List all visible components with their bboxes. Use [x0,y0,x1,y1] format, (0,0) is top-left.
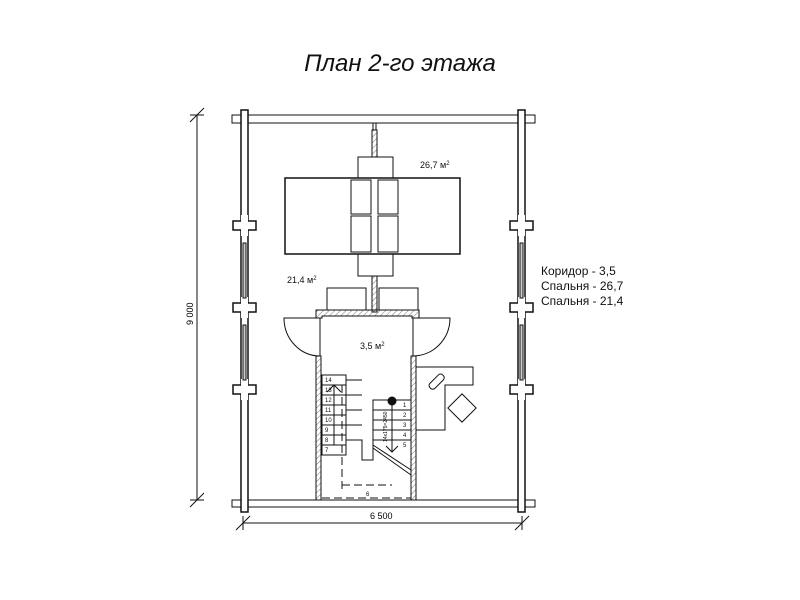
svg-text:11: 11 [325,408,332,414]
desk [416,366,474,431]
dimension-height-label: 9 000 [185,302,195,325]
chair [447,393,477,423]
svg-text:10: 10 [325,418,332,424]
svg-text:6: 6 [366,492,370,498]
svg-text:13: 13 [325,388,332,394]
door-swing-right [412,317,451,357]
legend-item: Спальня - 21,4 [541,294,624,308]
corridor-wall-right [410,355,417,501]
wall-crosses [232,215,534,400]
plan-title: План 2-го этажа [304,50,496,77]
svg-text:3: 3 [403,423,407,429]
svg-text:14: 14 [325,378,332,384]
area-bedroom-large: 26,7 м2 [420,160,450,170]
staircase [321,374,412,499]
svg-text:1: 1 [403,403,407,409]
bottom-beam [231,499,536,508]
svg-text:8: 8 [325,438,329,444]
legend-item: Коридор - 3,5 [541,264,616,278]
svg-text:12: 12 [325,398,332,404]
dimension-width-label: 6 500 [370,511,393,521]
dimension-width [235,515,530,531]
stair-formula: 14x175=2450 [383,411,389,442]
windows [242,242,524,381]
bed [284,156,461,277]
svg-text:2: 2 [403,413,407,419]
stair-step-numbers: 14 13 12 11 10 9 8 7 1 2 3 4 5 6 [325,378,407,498]
corridor-wall-top [315,309,420,319]
room-legend: Коридор - 3,5 Спальня - 26,7 Спальня - 2… [541,264,623,309]
svg-text:9: 9 [325,428,329,434]
area-corridor: 3,5 м2 [360,341,385,351]
area-bedroom-small: 21,4 м2 [287,275,317,285]
dimension-height [189,107,205,508]
door-swing-left [283,317,321,357]
top-beam [231,114,536,124]
svg-text:4: 4 [403,433,407,439]
svg-text:7: 7 [325,448,329,454]
wardrobe-right [378,287,419,311]
phone-icon [428,373,445,390]
corridor-wall-left [315,355,322,501]
wardrobe-left [326,287,367,311]
svg-text:5: 5 [403,443,407,449]
legend-item: Спальня - 26,7 [541,279,624,293]
